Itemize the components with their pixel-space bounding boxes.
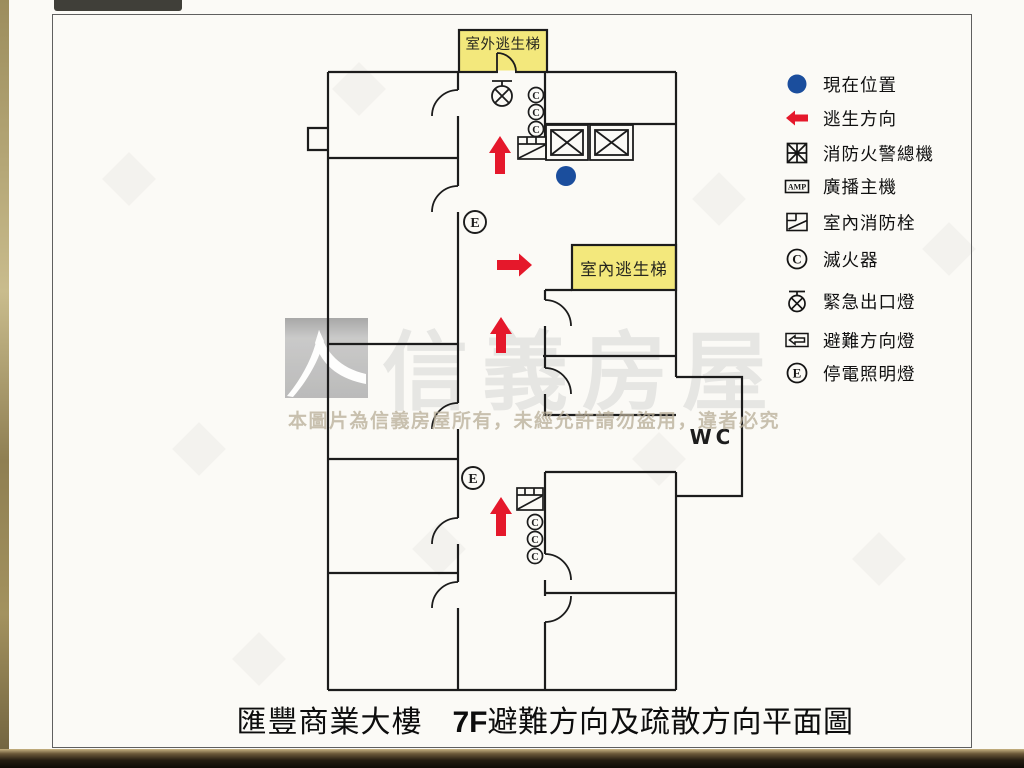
title-text: 避難方向及疏散方向平面圖 xyxy=(487,706,854,739)
legend-row-blackout-light: E 停電照明燈 xyxy=(784,360,916,386)
current-location-icon xyxy=(784,71,810,97)
svg-text:C: C xyxy=(532,108,540,119)
svg-text:AMP: AMP xyxy=(788,182,806,191)
svg-text:E: E xyxy=(468,472,477,487)
legend-row-evacuation-direction-light: 避難方向燈 xyxy=(784,327,916,353)
escape-arrows xyxy=(489,136,532,536)
copyright-watermark-text: 本圖片為信義房屋所有，未經允許請勿盜用，違者必究 xyxy=(288,411,781,432)
legend-row-escape-direction: 逃生方向 xyxy=(784,105,897,131)
indoor-hydrant-icon xyxy=(517,136,547,160)
blackout-light-icons: E E xyxy=(461,210,487,490)
sinyi-logo-watermark xyxy=(285,318,368,398)
scan-top-smudge xyxy=(54,0,182,11)
elevator-icons xyxy=(545,124,634,161)
indoor-hydrant-icon xyxy=(516,487,544,511)
legend-label: 現在位置 xyxy=(823,74,897,95)
wc-label: WC xyxy=(689,425,735,449)
svg-text:C: C xyxy=(532,91,540,102)
svg-text:E: E xyxy=(470,216,479,231)
legend-label: 滅火器 xyxy=(823,249,879,270)
svg-text:C: C xyxy=(531,552,539,563)
fire-extinguisher-icon: C xyxy=(784,246,810,272)
legend-row-fire-extinguisher: C 滅火器 xyxy=(784,246,879,272)
indoor-stair-label: 室內逃生梯 xyxy=(580,260,668,279)
legend-row-fire-alarm-panel: 消防火警總機 xyxy=(784,140,934,166)
legend-row-indoor-hydrant: 室內消防栓 xyxy=(784,209,916,235)
outdoor-stair-box xyxy=(457,28,549,74)
legend-label: 消防火警總機 xyxy=(823,143,934,164)
evacuation-direction-light-icon xyxy=(784,327,810,353)
svg-text:C: C xyxy=(792,252,801,267)
emergency-exit-light-icon xyxy=(784,288,810,314)
legend-label: 廣播主機 xyxy=(823,176,897,197)
fire-alarm-panel-icon xyxy=(784,140,810,166)
svg-text:C: C xyxy=(531,518,539,529)
legend-row-emergency-exit-light: 緊急出口燈 xyxy=(784,288,916,314)
page-title: 匯豐商業大樓 7F避難方向及疏散方向平面圖 xyxy=(66,697,1024,741)
outdoor-stair-label: 室外逃生梯 xyxy=(465,37,541,53)
blackout-light-icon: E xyxy=(784,360,810,386)
legend-label: 逃生方向 xyxy=(823,108,897,129)
broadcast-amp-icon: AMP xyxy=(784,173,810,199)
door-arcs xyxy=(431,52,572,623)
indoor-hydrant-icon xyxy=(784,209,810,235)
legend-label: 緊急出口燈 xyxy=(823,291,916,312)
legend-label: 室內消防栓 xyxy=(823,212,916,233)
escape-direction-icon xyxy=(784,105,810,131)
legend-label: 停電照明燈 xyxy=(823,363,916,384)
emergency-exit-light-icon xyxy=(491,80,513,107)
walls xyxy=(306,70,744,692)
floor-number: 7F xyxy=(452,706,488,739)
scan-left-edge xyxy=(0,0,9,768)
current-location-dot xyxy=(556,166,576,186)
scan-bottom-edge xyxy=(0,749,1024,768)
legend-label: 避難方向燈 xyxy=(823,330,916,351)
svg-text:E: E xyxy=(793,366,802,381)
svg-text:C: C xyxy=(531,535,539,546)
svg-text:C: C xyxy=(532,125,540,136)
building-name: 匯豐商業大樓 xyxy=(236,706,423,739)
page-border xyxy=(52,14,972,748)
legend-row-current-location: 現在位置 xyxy=(784,71,897,97)
fire-extinguisher-icons: C C C C C C xyxy=(526,86,545,565)
legend-row-broadcast-amp: AMP 廣播主機 xyxy=(784,173,897,199)
